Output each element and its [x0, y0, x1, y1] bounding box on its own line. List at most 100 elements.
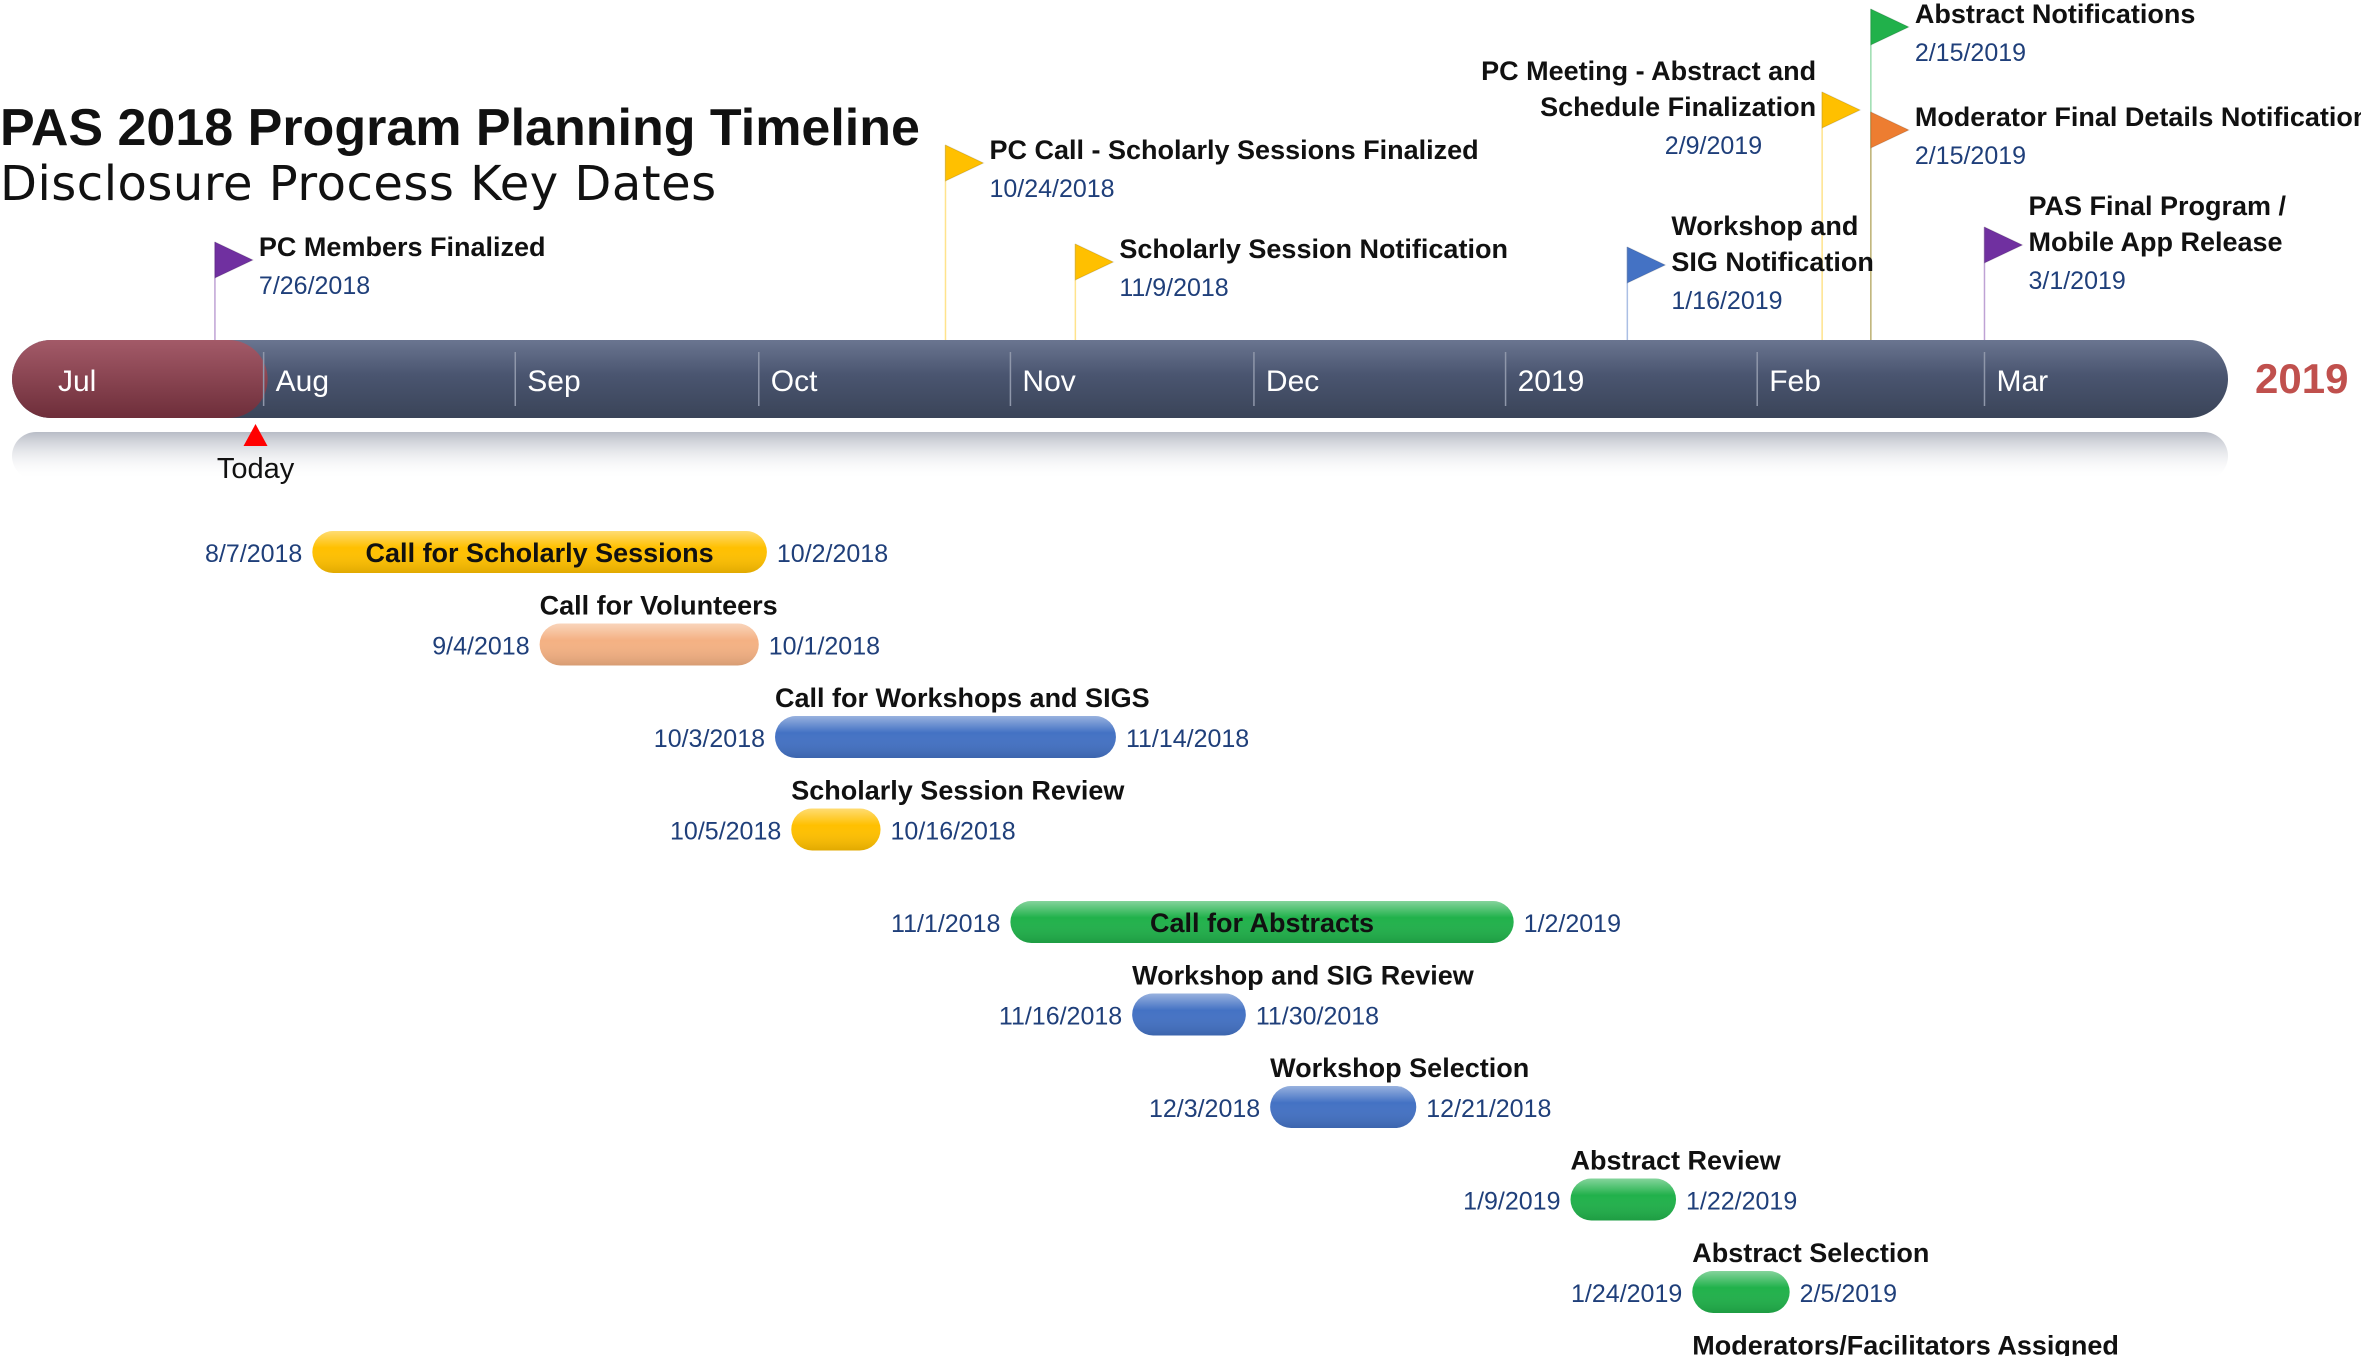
month-label: Aug	[276, 365, 329, 398]
task-bar-group: Call for Scholarly Sessions 8/7/2018 10/2/…	[205, 531, 888, 573]
milestone-name: SIG Notification	[1671, 247, 1874, 277]
task-bar-gloss	[1692, 1271, 1790, 1313]
month-label: Nov	[1022, 365, 1075, 398]
milestone-name: PAS Final Program /	[2028, 191, 2286, 221]
task-bar-group: Scholarly Session Review 10/5/2018 10/16/2…	[670, 776, 1125, 851]
milestone-flag	[214, 241, 255, 279]
milestone: Moderator Final Details Notification 2/15…	[1870, 102, 2361, 170]
task-bar-group: Call for Abstracts 11/1/2018 1/2/2019	[891, 901, 1621, 943]
milestone-name: PC Meeting - Abstract and	[1481, 56, 1816, 86]
task-end-date: 12/21/2018	[1426, 1095, 1551, 1123]
task-start-date: 12/3/2018	[1149, 1095, 1260, 1123]
milestone-name: Schedule Finalization	[1540, 92, 1816, 122]
task-name: Call for Scholarly Sessions	[366, 538, 714, 568]
milestone-name: Scholarly Session Notification	[1119, 234, 1508, 264]
task-bar-gloss	[1570, 1178, 1677, 1221]
milestone-name: Moderator Final Details Notification	[1915, 102, 2361, 132]
milestone: PC Members Finalized 7/26/2018	[214, 232, 546, 300]
axis-reflection	[12, 432, 2228, 480]
task-bar-group: Workshop Selection 12/3/2018 12/21/2018	[1149, 1053, 1551, 1128]
milestone-name: PC Members Finalized	[259, 232, 546, 262]
task-end-date: 10/2/2018	[777, 540, 888, 568]
year-label: 2019	[2255, 355, 2349, 402]
milestone-date: 2/15/2019	[1915, 39, 2026, 67]
milestone-date: 2/15/2019	[1915, 142, 2026, 170]
milestone-name: Abstract Notifications	[1915, 0, 2196, 29]
task-name: Abstract Selection	[1692, 1238, 1929, 1268]
task-bar-gloss	[775, 716, 1116, 758]
milestone-date: 11/9/2018	[1119, 274, 1228, 302]
task-bar-gloss	[1132, 993, 1246, 1036]
milestone-flag	[1821, 91, 1862, 129]
task-end-date: 10/1/2018	[769, 633, 880, 661]
milestone-name: Workshop and	[1671, 211, 1858, 241]
milestone-date: 2/9/2019	[1665, 132, 1762, 160]
task-bar-gloss	[312, 531, 767, 573]
milestone-name: PC Call - Scholarly Sessions Finalized	[989, 135, 1478, 165]
milestone: PC Call - Scholarly Sessions Finalized 10…	[944, 135, 1479, 203]
task-bar-group: Workshop and SIG Review 11/16/2018 11/30/2…	[999, 961, 1475, 1036]
task-bar-gloss	[1270, 1086, 1417, 1128]
task-name: Call for Workshops and SIGS	[775, 683, 1150, 713]
task-end-date: 10/16/2018	[891, 818, 1016, 846]
task-bar-gloss	[791, 808, 881, 851]
milestone-date: 7/26/2018	[259, 272, 370, 300]
task-name: Workshop and SIG Review	[1132, 961, 1475, 991]
milestone: Scholarly Session Notification 11/9/2018	[1074, 234, 1508, 302]
page-title: PAS 2018 Program Planning Timeline	[0, 99, 920, 157]
task-start-date: 11/1/2018	[891, 910, 1000, 938]
month-label: Oct	[771, 365, 818, 398]
milestone-flag	[1626, 246, 1667, 284]
task-name: Call for Abstracts	[1150, 908, 1374, 938]
task-start-date: 10/5/2018	[670, 818, 781, 846]
task-bar-group: Moderators/Facilitators Assigned1/24/201…	[1692, 1331, 2119, 1356]
task-name: Workshop Selection	[1270, 1053, 1529, 1083]
milestone-name: Mobile App Release	[2028, 227, 2282, 257]
task-name: Scholarly Session Review	[791, 776, 1125, 806]
task-start-date: 8/7/2018	[205, 540, 302, 568]
milestone: PAS Final Program / Mobile App Release 3/1…	[1983, 191, 2287, 295]
month-label: Feb	[1769, 365, 1821, 398]
today-label: Today	[217, 453, 295, 485]
task-end-date: 1/2/2019	[1524, 910, 1621, 938]
today-marker	[243, 424, 268, 446]
milestone-flag	[1983, 226, 2024, 264]
month-label: Mar	[1996, 365, 2048, 398]
milestone: Abstract Notifications 2/15/2019	[1870, 0, 2196, 67]
task-bar-gloss	[539, 623, 759, 666]
task-start-date: 9/4/2018	[432, 633, 529, 661]
task-start-date: 1/24/2019	[1571, 1280, 1682, 1308]
timeline-axis	[12, 340, 2228, 418]
milestone-flag	[1074, 243, 1115, 281]
milestone-flag	[1870, 111, 1911, 149]
task-end-date: 1/22/2019	[1686, 1188, 1797, 1216]
task-name: Call for Volunteers	[540, 591, 778, 621]
task-end-date: 11/14/2018	[1126, 725, 1249, 753]
task-start-date: 1/9/2019	[1463, 1188, 1560, 1216]
task-bar-group: Abstract Review 1/9/2019 1/22/2019	[1463, 1146, 1797, 1221]
task-name: Moderators/Facilitators Assigned	[1692, 1331, 2119, 1356]
milestone-flag	[1870, 8, 1911, 46]
task-start-date: 11/16/2018	[999, 1003, 1122, 1031]
month-label: Dec	[1266, 365, 1319, 398]
milestone-date: 3/1/2019	[2028, 267, 2125, 295]
task-name: Abstract Review	[1571, 1146, 1782, 1176]
milestone-flag	[944, 144, 985, 182]
elapsed-segment	[12, 340, 268, 418]
task-end-date: 2/5/2019	[1800, 1280, 1897, 1308]
month-label: Jul	[58, 365, 96, 398]
task-end-date: 11/30/2018	[1256, 1003, 1379, 1031]
task-bar-gloss	[1010, 901, 1514, 943]
page-subtitle: Disclosure Process Key Dates	[0, 156, 717, 212]
task-bar-group: Call for Volunteers 9/4/2018 10/1/2018	[432, 591, 880, 666]
task-bar-group: Abstract Selection 1/24/2019 2/5/2019	[1571, 1238, 1929, 1313]
milestone-date: 10/24/2018	[989, 175, 1114, 203]
month-label: 2019	[1518, 365, 1585, 398]
month-label: Sep	[527, 365, 580, 398]
milestone-date: 1/16/2019	[1671, 287, 1782, 315]
